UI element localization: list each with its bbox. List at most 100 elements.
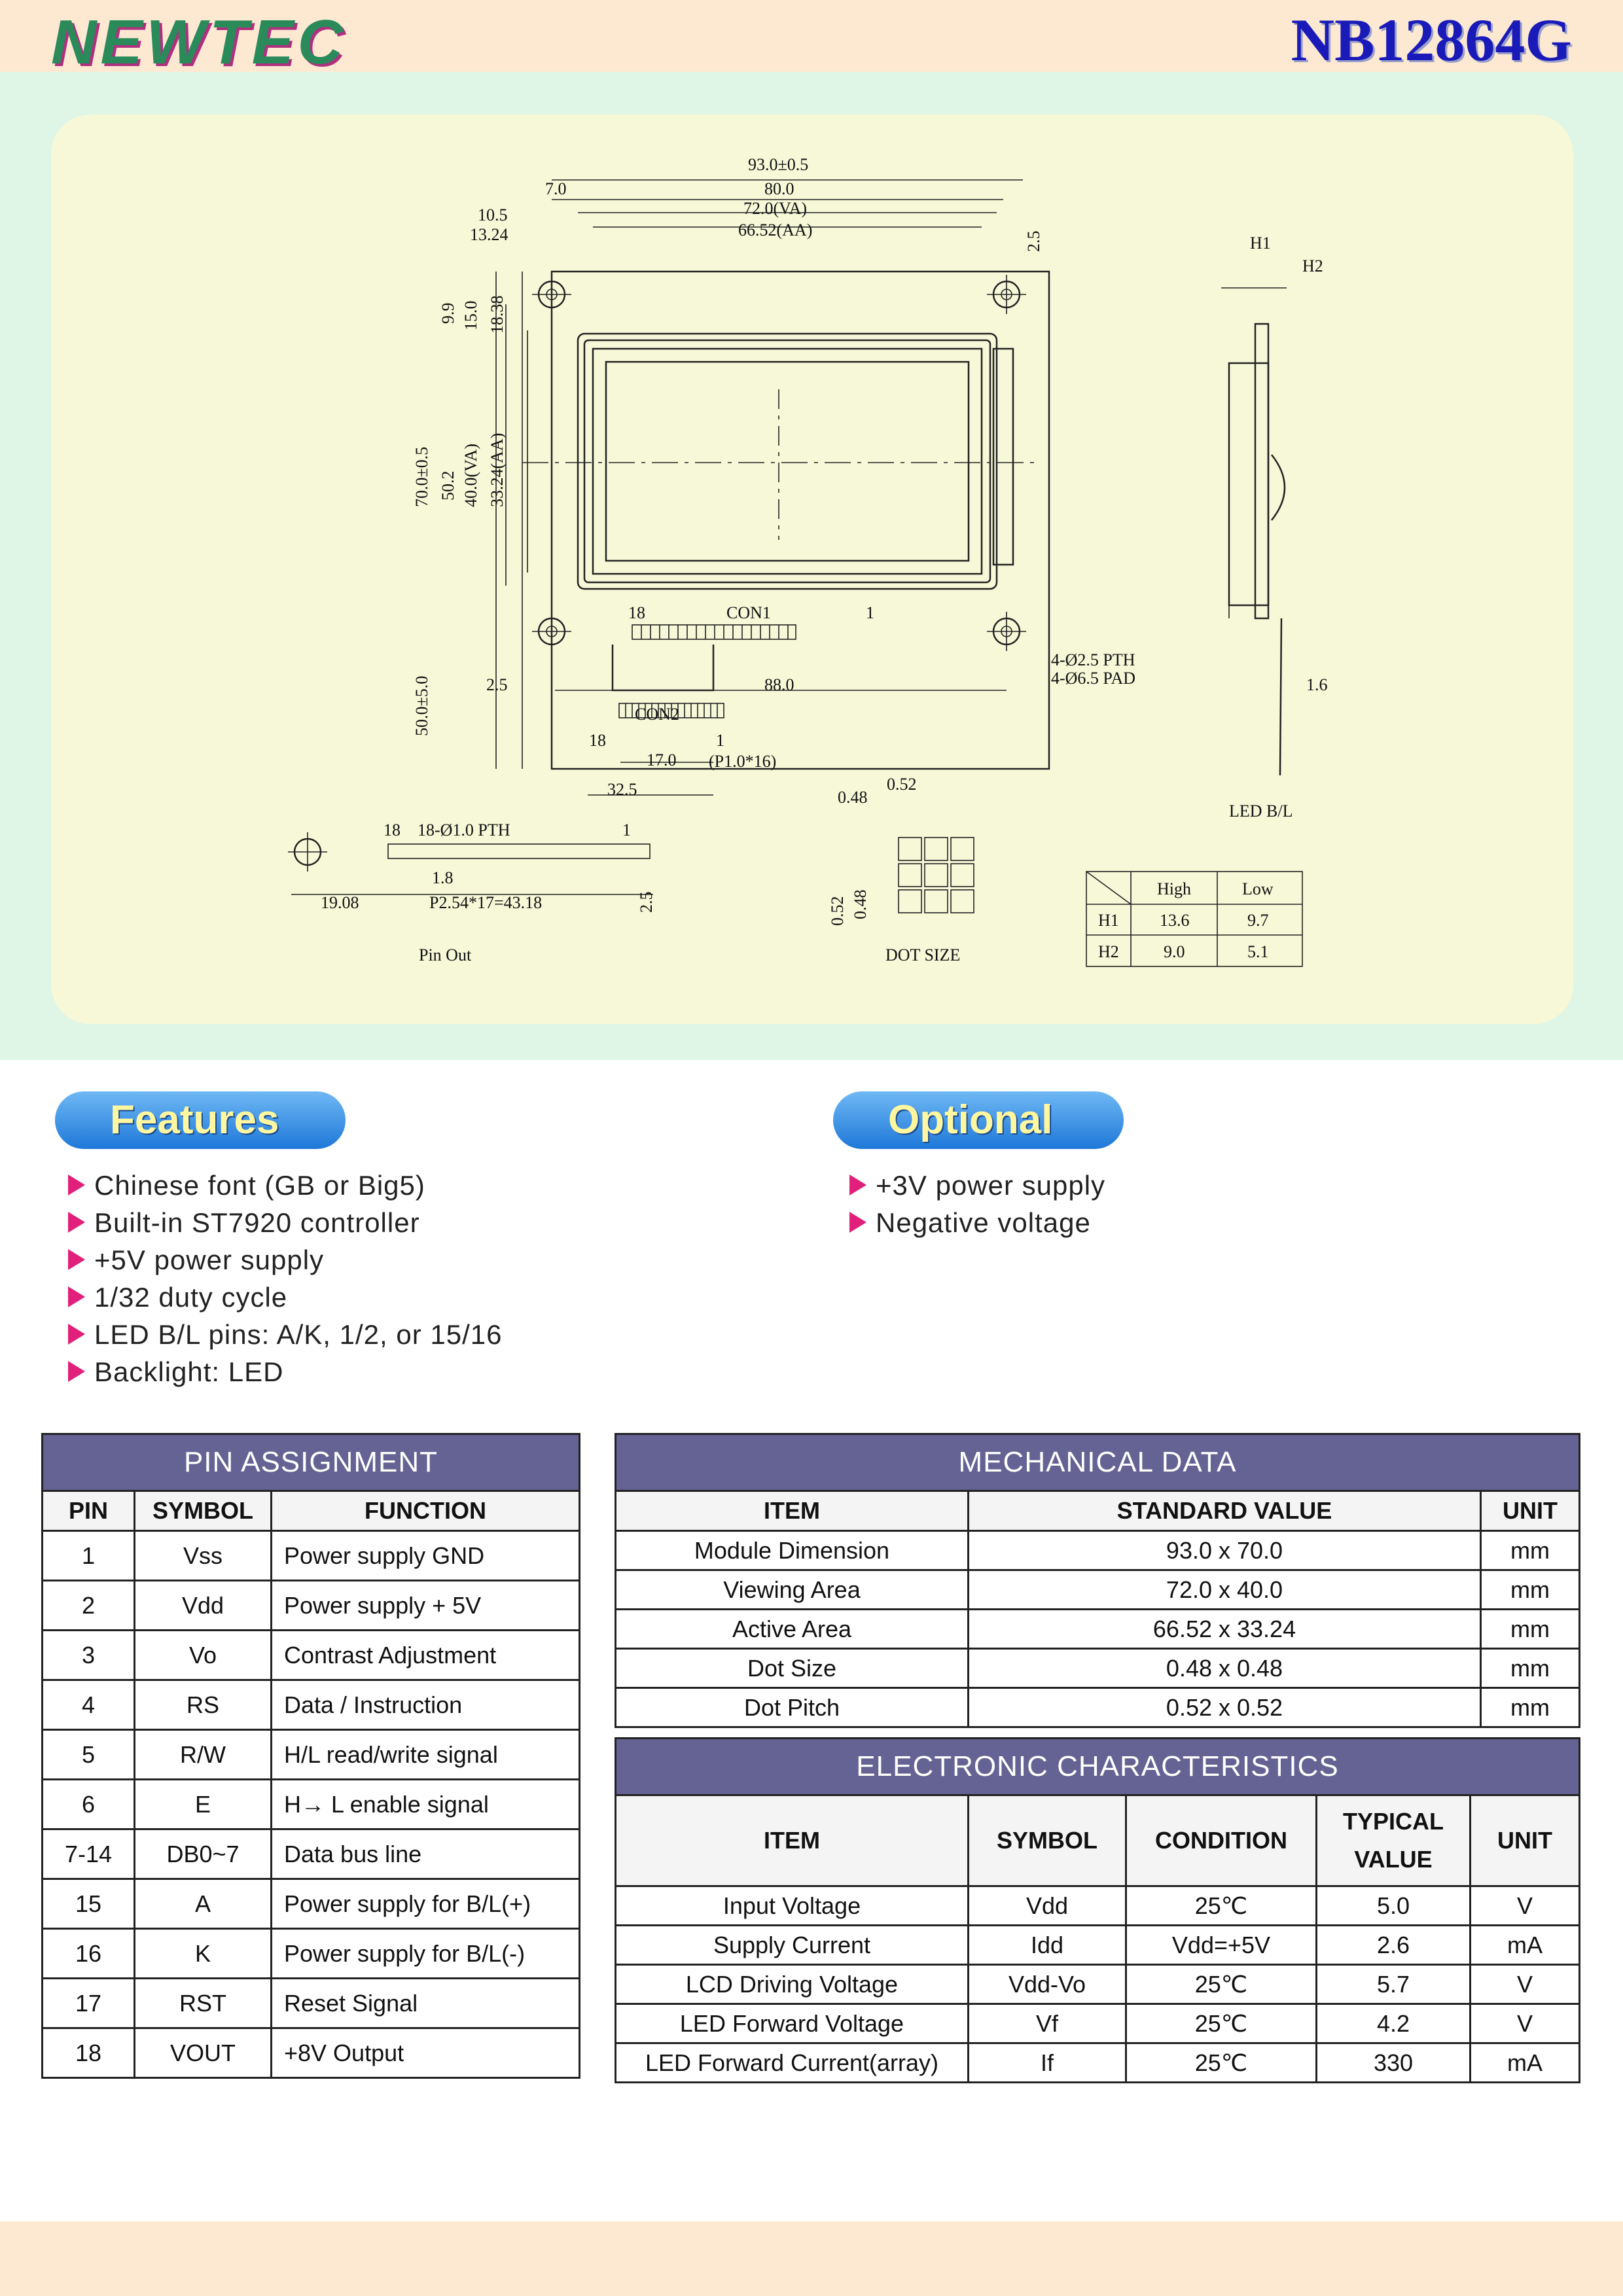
dim-9-9: 9.9: [438, 303, 457, 325]
pinout-1-8: 1.8: [432, 868, 454, 887]
h-table: [1086, 871, 1303, 967]
function-cell: Contrast Adjustment: [270, 1629, 580, 1681]
symbol-cell: VOUT: [134, 2027, 272, 2079]
value-cell: 2.6: [1315, 1924, 1471, 1966]
col-item: ITEM: [615, 1490, 969, 1532]
mechanical-drawing: 93.0±0.5 80.0 72.0(VA) 66.52(AA) 7.0 10.…: [51, 115, 1573, 1024]
dim-va-width: 72.0(VA): [743, 199, 807, 218]
optional-heading: Optional: [833, 1091, 1124, 1149]
dim-2-5-top: 2.5: [1024, 231, 1043, 253]
condition-cell: 25℃: [1125, 2042, 1317, 2083]
pin-cell: 17: [41, 1977, 135, 2029]
side-1-6: 1.6: [1306, 675, 1328, 694]
pin-cell: 18: [41, 2027, 135, 2079]
symbol-cell: K: [134, 1928, 272, 1979]
holes-pth: 4-Ø2.5 PTH: [1051, 650, 1135, 669]
function-cell: Data bus line: [270, 1828, 580, 1880]
item-cell: Dot Size: [615, 1648, 969, 1689]
dot-size-figure: [898, 837, 974, 913]
mount-hole-tl: [532, 275, 571, 314]
features-list: Chinese font (GB or Big5) Built-in ST792…: [63, 1167, 502, 1390]
pin-cell: 2: [41, 1580, 135, 1631]
con2-pin18-label: 18: [589, 731, 606, 750]
dim-15: 15.0: [461, 301, 480, 331]
led-bl-label: LED B/L: [1229, 802, 1293, 821]
condition-cell: 25℃: [1125, 2003, 1317, 2044]
dim-overall-width: 93.0±0.5: [748, 155, 808, 174]
mount-hole-tr: [987, 275, 1026, 314]
feature-item: +5V power supply: [63, 1241, 502, 1279]
side-h2: H2: [1302, 256, 1323, 275]
dim-aa-width: 66.52(AA): [738, 221, 812, 239]
led-housing: [992, 347, 1014, 566]
dim-80: 80.0: [764, 179, 794, 198]
htable-h1-high: 13.6: [1160, 911, 1190, 930]
symbol-cell: RST: [134, 1977, 272, 2029]
dotsize-v048: 0.48: [851, 890, 870, 920]
active-area: [605, 361, 970, 562]
item-cell: LCD Driving Voltage: [615, 1964, 969, 2005]
item-cell: Module Dimension: [615, 1530, 969, 1571]
optional-item: Negative voltage: [844, 1204, 1105, 1241]
dim-va-height: 40.0(VA): [461, 444, 480, 507]
htable-high: High: [1157, 879, 1191, 898]
pinout-2-5: 2.5: [637, 892, 656, 913]
viewing-area: [592, 347, 983, 575]
con1-pin1-label: 1: [866, 603, 874, 622]
unit-cell: mm: [1480, 1687, 1580, 1728]
symbol-cell: Idd: [967, 1924, 1127, 1966]
value-cell: 5.7: [1315, 1964, 1471, 2005]
symbol-cell: If: [967, 2042, 1127, 2083]
item-cell: Active Area: [615, 1608, 969, 1650]
function-cell: Power supply + 5V: [270, 1580, 580, 1631]
function-cell: H→ L enable signal: [270, 1778, 580, 1830]
pin-cell: 15: [41, 1878, 135, 1930]
symbol-cell: Vo: [134, 1629, 272, 1681]
condition-cell: 25℃: [1125, 1885, 1317, 1926]
model-number: NB12864G: [1291, 7, 1572, 73]
header-bar: NEWTEC NB12864G: [0, 0, 1623, 77]
value-cell: 0.48 x 0.48: [967, 1648, 1482, 1689]
dotsize-052: 0.52: [887, 775, 917, 794]
dotsize-v052: 0.52: [828, 896, 847, 927]
mount-hole-bl: [532, 612, 571, 651]
pinout-pitch: P2.54*17=43.18: [429, 893, 542, 912]
pin-cell: 1: [41, 1530, 135, 1581]
col-unit: UNIT: [1469, 1794, 1580, 1887]
col-unit: UNIT: [1480, 1490, 1580, 1532]
condition-cell: Vdd=+5V: [1125, 1924, 1317, 1966]
pin-cell: 5: [41, 1729, 135, 1780]
pinout-pth: 18-Ø1.0 PTH: [418, 821, 510, 839]
electronic-title: ELECTRONIC CHARACTERISTICS: [615, 1737, 1580, 1796]
con1-pins: [632, 624, 796, 640]
dim-aa-height: 33.24(AA): [488, 433, 507, 507]
side-h1: H1: [1250, 234, 1271, 253]
function-cell: Reset Signal: [270, 1977, 580, 2029]
dotsize-048: 0.48: [838, 788, 868, 807]
col-condition: CONDITION: [1125, 1794, 1317, 1887]
dimension-lines: [495, 179, 1023, 796]
col-pin: PIN: [41, 1490, 135, 1532]
unit-cell: mm: [1480, 1608, 1580, 1650]
mechanical-title: MECHANICAL DATA: [615, 1433, 1580, 1492]
pin-cell: 4: [41, 1679, 135, 1731]
item-cell: LED Forward Voltage: [615, 2003, 969, 2044]
holes-pad: 4-Ø6.5 PAD: [1051, 669, 1135, 688]
optional-list: +3V power supply Negative voltage: [844, 1167, 1105, 1241]
htable-h2-high: 9.0: [1164, 942, 1185, 961]
value-cell: 0.52 x 0.52: [967, 1687, 1482, 1728]
pinout-label: Pin Out: [419, 945, 472, 964]
dim-pitch-con2: (P1.0*16): [709, 752, 776, 771]
